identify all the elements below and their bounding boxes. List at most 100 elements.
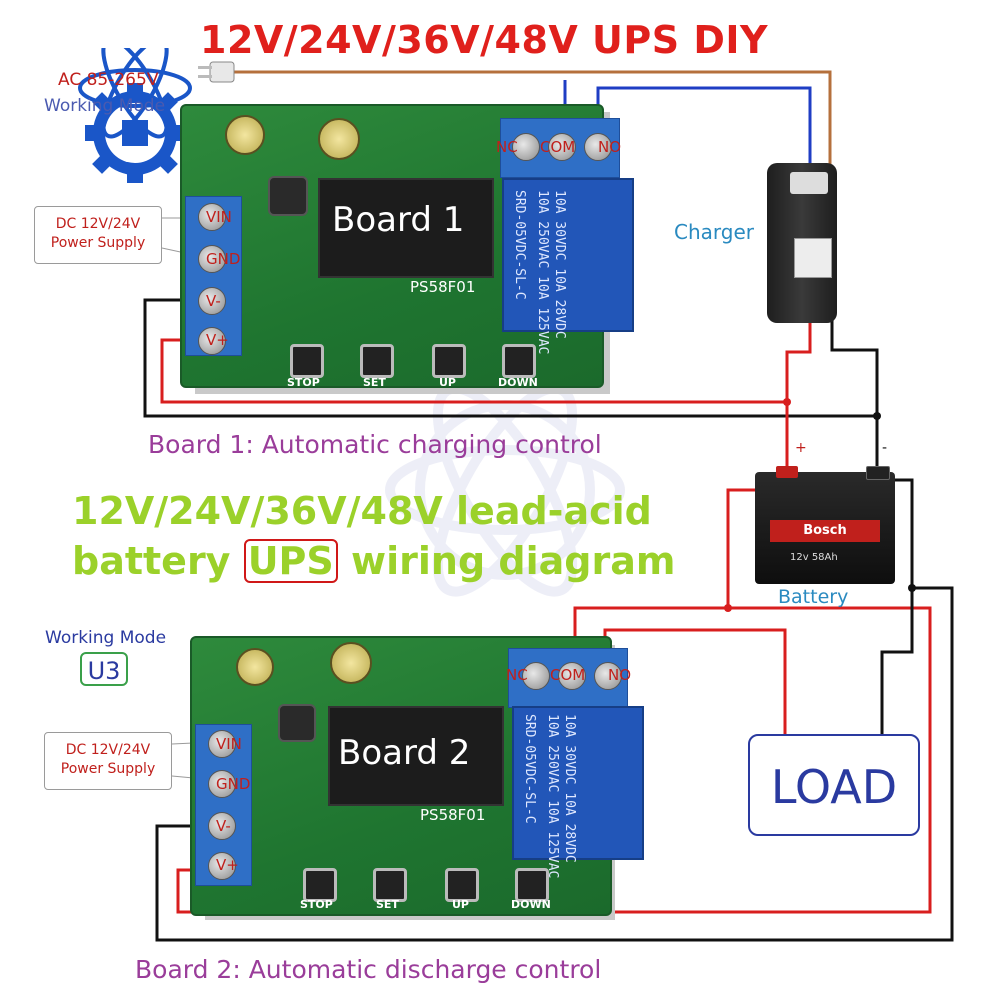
board1-relay-screw-nc[interactable] — [512, 133, 540, 161]
board1-stop-label: STOP — [287, 376, 320, 389]
board2-name: Board 2 — [338, 733, 471, 773]
board1-stop-button[interactable] — [290, 344, 324, 378]
board1-up-label: UP — [439, 376, 456, 389]
board2-no-label: NO — [608, 666, 632, 684]
board2-relay-rating-1: 10A 250VAC 10A 125VAC — [545, 714, 560, 879]
board2-set-button[interactable] — [373, 868, 407, 902]
board1-down-button[interactable] — [502, 344, 536, 378]
board1-vneg-label: V- — [206, 292, 221, 310]
board1-inductor — [268, 176, 308, 216]
board1-ps-line1: DC 12V/24V — [55, 216, 141, 232]
board1-capacitor-1 — [225, 115, 265, 155]
board2-stop-button[interactable] — [303, 868, 337, 902]
board1-set-label: SET — [363, 376, 386, 389]
board1-gnd-label: GND — [206, 250, 241, 268]
battery-black-wire — [155, 478, 954, 942]
board1-display — [318, 178, 494, 278]
charger-label: Charger — [674, 220, 754, 244]
ac-plug-icon — [198, 61, 235, 83]
board1-nc-label: NC — [496, 138, 518, 156]
board2-down-label: DOWN — [511, 898, 551, 911]
board2-screw-vin[interactable] — [208, 730, 236, 758]
board2-ps-line2: Power Supply — [60, 761, 156, 777]
board1-ps-line2: Power Supply — [50, 235, 146, 251]
board1-model: PS58F01 — [410, 278, 476, 296]
page-title: 12V/24V/36V/48V UPS DIY — [200, 18, 769, 62]
board2-up-button[interactable] — [445, 868, 479, 902]
board2-inductor — [278, 704, 316, 742]
gear-atom-logo-icon — [78, 48, 192, 183]
board1-vin-label: VIN — [206, 208, 232, 226]
diagram-headline-line2: battery UPS wiring diagram — [72, 536, 675, 586]
diagram-headline-battery: battery — [72, 539, 231, 583]
board1-relay-rating-1: 10A 250VAC 10A 125VAC — [535, 190, 550, 355]
board2-vpos-label: V+ — [216, 856, 239, 874]
working-mode-label-top: Working Mode — [44, 96, 166, 116]
board1-relay-screw-com[interactable] — [548, 133, 576, 161]
board1-down-label: DOWN — [498, 376, 538, 389]
board1-caption: Board 1: Automatic charging control — [148, 430, 602, 459]
board1-relay-rating-2: 10A 30VDC 10A 28VDC — [552, 190, 567, 339]
board1-screw-vin[interactable] — [198, 203, 226, 231]
board1-com-label: COM — [540, 138, 576, 156]
board1-no-blue-wire — [596, 86, 812, 170]
ac-brown-wire — [230, 70, 832, 175]
board2-model: PS58F01 — [420, 806, 486, 824]
charger-black-wire — [830, 320, 879, 480]
board2-display — [328, 706, 504, 806]
board1-relay — [502, 178, 634, 332]
load-box — [748, 734, 920, 836]
battery-minus-label: - — [882, 440, 888, 456]
board1-screw-vpos[interactable] — [198, 327, 226, 355]
board1-relay-model: SRD-05VDC-SL-C — [512, 190, 527, 300]
board2-vin-label: VIN — [216, 735, 242, 753]
battery-terminal-positive — [776, 466, 798, 478]
board2-screw-vneg[interactable] — [208, 812, 236, 840]
battery-rating: 12v 58Ah — [790, 552, 838, 563]
load-label: LOAD — [770, 760, 898, 814]
working-mode-label: Working Mode — [45, 628, 167, 648]
charger-red-wire — [785, 320, 812, 490]
board2-screw-vpos[interactable] — [208, 852, 236, 880]
board2-relay-rating-2: 10A 30VDC 10A 28VDC — [562, 714, 577, 863]
battery-label: Battery — [778, 586, 849, 608]
board1-power-supply-label: DC 12V/24V Power Supply — [34, 206, 162, 264]
board1-screw-gnd[interactable] — [198, 245, 226, 273]
board1-name: Board 1 — [332, 200, 465, 240]
board1-relay-screw-no[interactable] — [584, 133, 612, 161]
battery-plus-label: + — [795, 440, 807, 456]
board2-up-label: UP — [452, 898, 469, 911]
ups-highlight: UPS — [243, 539, 338, 583]
board2-relay-screw-nc[interactable] — [522, 662, 550, 690]
diagram-headline: 12V/24V/36V/48V lead-acid battery UPS wi… — [72, 486, 675, 586]
board1-vneg-black-wire — [143, 298, 877, 418]
board2-down-button[interactable] — [515, 868, 549, 902]
load-black-wire — [880, 588, 914, 736]
battery-brand: Bosch — [770, 520, 880, 542]
board1-screw-vneg[interactable] — [198, 287, 226, 315]
board2-capacitor-2 — [330, 642, 372, 684]
board2-com-label: COM — [550, 666, 586, 684]
board2-screw-gnd[interactable] — [208, 770, 236, 798]
diagram-headline-wiring: wiring diagram — [351, 539, 676, 583]
board2-ps-line1: DC 12V/24V — [65, 742, 151, 758]
board1-set-button[interactable] — [360, 344, 394, 378]
board2-nc-label: NC — [506, 666, 528, 684]
board2-set-label: SET — [376, 898, 399, 911]
board2-relay-model: SRD-05VDC-SL-C — [522, 714, 537, 824]
charger-sticker — [794, 238, 832, 278]
board2-capacitor-1 — [236, 648, 274, 686]
board2-relay — [512, 706, 644, 860]
ac-input-label: AC 85-265V — [58, 70, 159, 90]
board1-no-label: NO — [598, 138, 622, 156]
board2-caption: Board 2: Automatic discharge control — [135, 955, 602, 984]
board2-vneg-label: V- — [216, 817, 231, 835]
board2-gnd-label: GND — [216, 775, 251, 793]
board2-stop-label: STOP — [300, 898, 333, 911]
board2-relay-screw-no[interactable] — [594, 662, 622, 690]
board1-up-button[interactable] — [432, 344, 466, 378]
working-mode-badge: U3 — [80, 652, 128, 686]
board2-relay-screw-com[interactable] — [558, 662, 586, 690]
diagram-headline-line1: 12V/24V/36V/48V lead-acid — [72, 489, 652, 533]
board1-vpos-label: V+ — [206, 331, 229, 349]
